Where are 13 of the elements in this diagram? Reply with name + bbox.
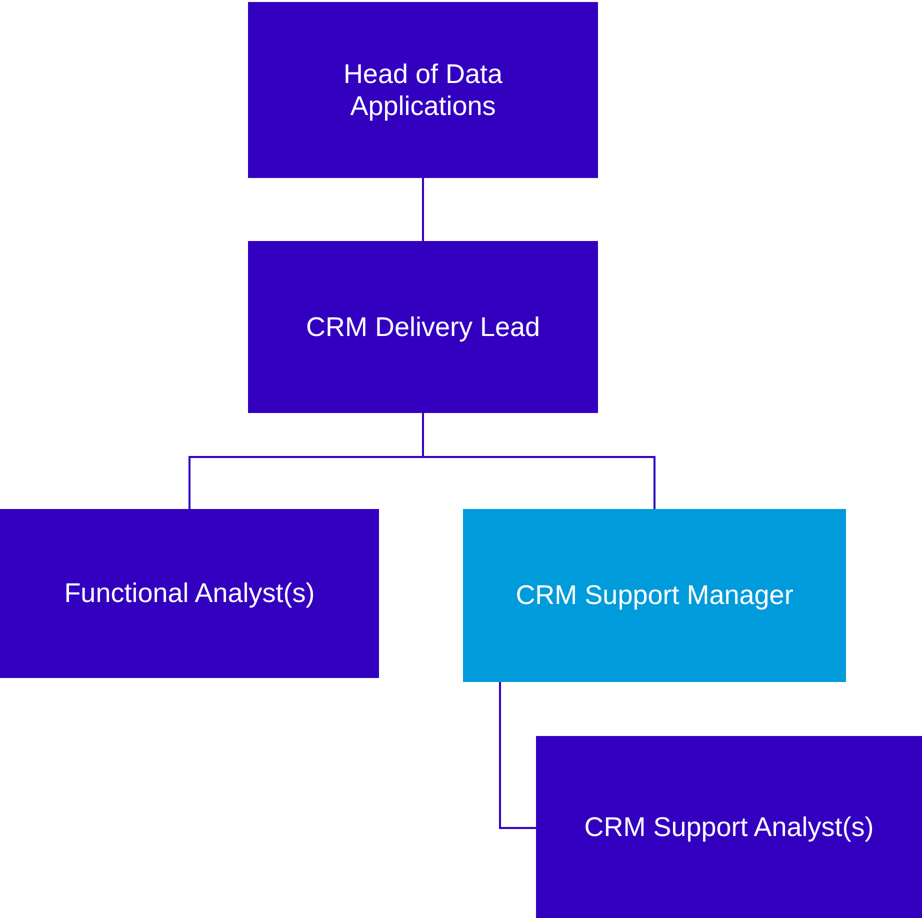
connector-line: [422, 178, 424, 241]
role-box: [0, 509, 379, 678]
role-title: Head of Data Applications: [342, 58, 504, 122]
role-box: [248, 241, 598, 413]
connector-line: [499, 682, 536, 829]
role-box: [463, 509, 846, 682]
connector-line: [422, 413, 656, 509]
role-box: [248, 2, 598, 178]
role-box: [536, 736, 922, 918]
role-title: CRM Support Analyst(s): [584, 810, 874, 844]
role-title: Functional Analyst(s): [64, 577, 315, 610]
role-title: CRM Delivery Lead: [306, 310, 540, 344]
role-title: CRM Support Manager: [516, 579, 794, 612]
